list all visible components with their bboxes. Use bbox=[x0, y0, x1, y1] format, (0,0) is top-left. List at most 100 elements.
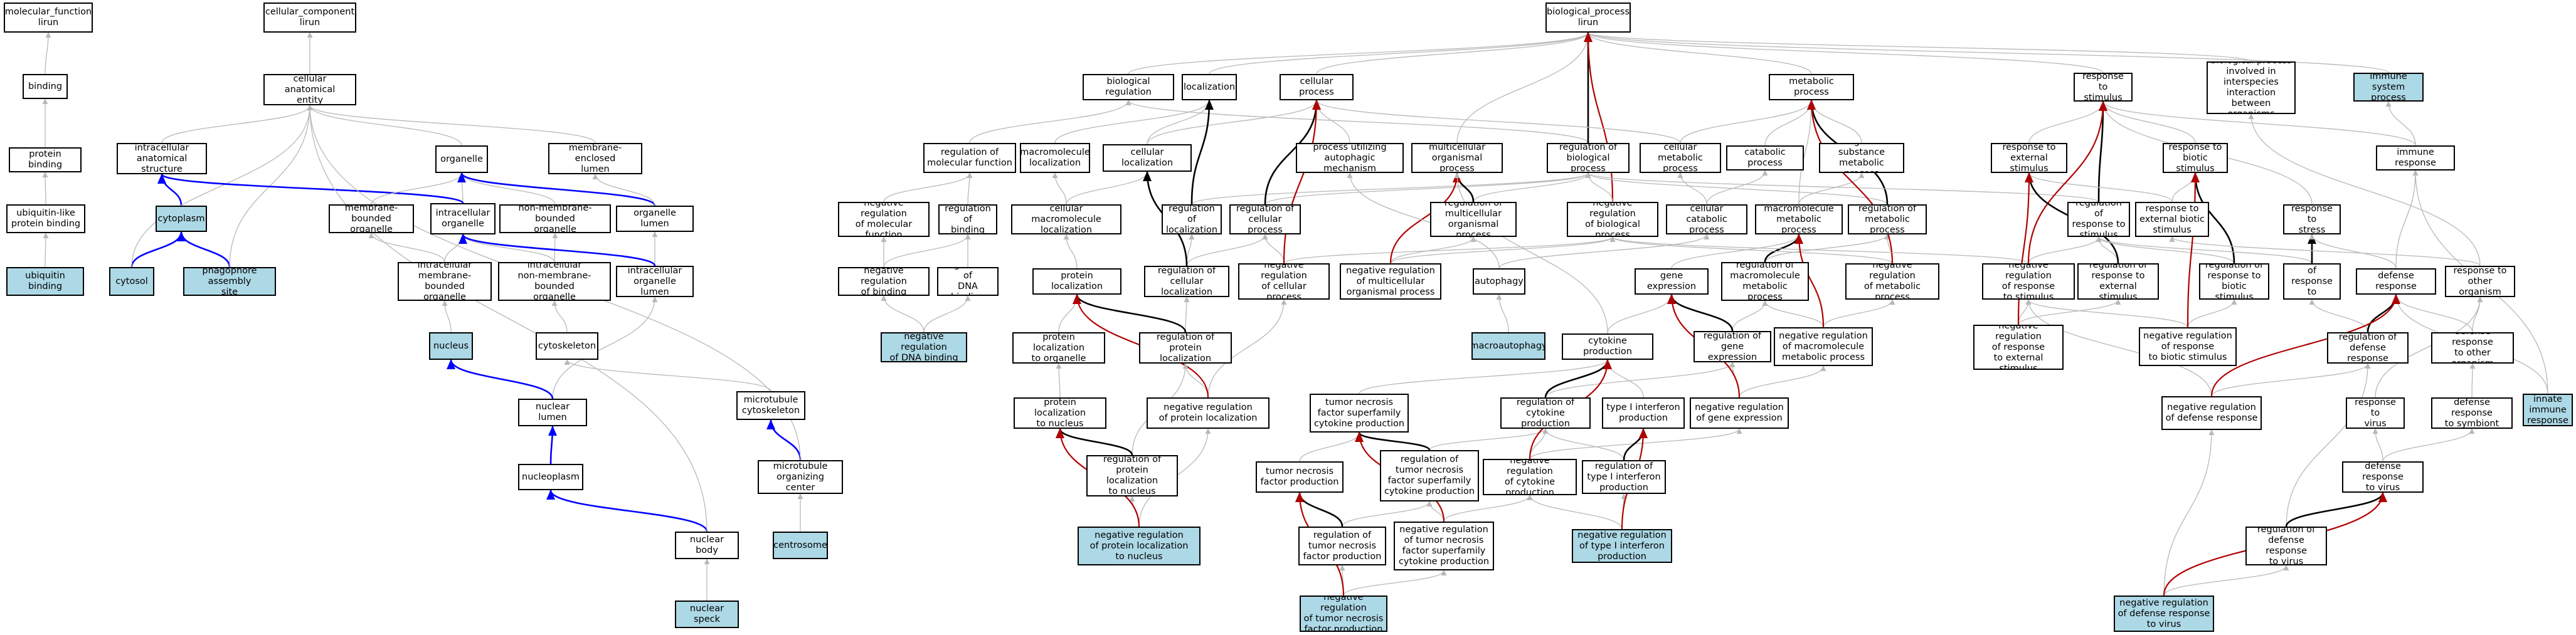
node-non-membrane-bounded-organelle[interactable]: non-membrane-bounded organelle bbox=[499, 204, 611, 233]
node-negative-regulation-of-protein-localization[interactable]: negative regulation of protein localizat… bbox=[1147, 397, 1269, 429]
node-regulation-of-biological-process[interactable]: regulation of biological process bbox=[1547, 143, 1630, 173]
node-defense-response-to-virus[interactable]: defense response to virus bbox=[2342, 461, 2424, 493]
node-nuclear-body[interactable]: nuclear body bbox=[675, 532, 739, 559]
node-nucleus[interactable]: nucleus bbox=[429, 332, 473, 360]
node-protein-binding[interactable]: protein binding bbox=[9, 147, 82, 172]
node-regulation-of-cellular-process[interactable]: regulation of cellular process bbox=[1229, 204, 1301, 234]
node-regulation-of-macromolecule-metabolic-process[interactable]: regulation of macromolecule metabolic pr… bbox=[1721, 262, 1809, 301]
node-regulation-of-localization[interactable]: regulation of localization bbox=[1162, 204, 1222, 234]
node-defense-response[interactable]: defense response bbox=[2356, 268, 2436, 295]
node-response-to-external-biotic-stimulus[interactable]: response to external biotic stimulus bbox=[2135, 202, 2209, 237]
node-ubiquitin-like-protein-binding[interactable]: ubiquitin-like protein binding bbox=[6, 204, 85, 233]
node-negative-regulation-of-cellular-process[interactable]: negative regulation of cellular process bbox=[1238, 263, 1330, 300]
node-cellular-catabolic-process[interactable]: cellular catabolic process bbox=[1666, 204, 1747, 234]
node-intracellular-organelle[interactable]: intracellular organelle bbox=[430, 203, 496, 234]
node-regulation-of-tnf-superfamily-cytokine-production[interactable]: regulation of tumor necrosis factor supe… bbox=[1380, 450, 1479, 501]
node-nuclear-lumen[interactable]: nuclear lumen bbox=[518, 399, 587, 426]
node-cytoplasm[interactable]: cytoplasm bbox=[156, 206, 207, 232]
node-multicellular-organismal-process[interactable]: multicellular organismal process bbox=[1411, 143, 1503, 173]
node-nucleoplasm[interactable]: nucleoplasm bbox=[518, 464, 583, 490]
node-bp-interspecies-interaction[interactable]: biological process involved in interspec… bbox=[2207, 61, 2296, 114]
node-regulation-of-response-to-external-stimulus[interactable]: regulation of response to external stimu… bbox=[2077, 263, 2159, 300]
node-regulation-of-cytokine-production[interactable]: regulation of cytokine production bbox=[1500, 397, 1591, 429]
node-defense-response-to-other-organism[interactable]: defense response to other organism bbox=[2431, 332, 2514, 364]
node-binding[interactable]: binding bbox=[23, 74, 68, 99]
node-membrane-bounded-organelle[interactable]: membrane-bounded organelle bbox=[329, 204, 414, 233]
node-cellular-localization[interactable]: cellular localization bbox=[1103, 144, 1192, 172]
node-macromolecule-metabolic-process[interactable]: macromolecule metabolic process bbox=[1755, 204, 1843, 234]
node-microtubule-organizing-center[interactable]: microtubule organizing center bbox=[758, 460, 843, 494]
node-centrosome[interactable]: centrosome bbox=[773, 532, 828, 559]
node-tumor-necrosis-factor-production[interactable]: tumor necrosis factor production bbox=[1256, 461, 1344, 493]
node-regulation-of-defense-response[interactable]: regulation of defense response bbox=[2327, 332, 2409, 364]
node-cytokine-production[interactable]: cytokine production bbox=[1562, 333, 1653, 360]
node-negative-regulation-of-defense-response[interactable]: negative regulation of defense response bbox=[2161, 396, 2262, 430]
node-regulation-of-binding[interactable]: regulation of binding bbox=[938, 204, 997, 234]
node-response-to-virus[interactable]: response to virus bbox=[2346, 397, 2405, 429]
node-regulation-of-response-to-stress[interactable]: regulation of response to stress bbox=[2283, 263, 2341, 300]
node-regulation-of-cellular-localization[interactable]: regulation of cellular localization bbox=[1144, 266, 1229, 297]
node-metabolic-process[interactable]: metabolic process bbox=[1769, 74, 1854, 100]
node-regulation-of-dna-binding[interactable]: regulation of DNA binding bbox=[937, 267, 999, 296]
node-gene-expression[interactable]: gene expression bbox=[1635, 268, 1709, 295]
node-regulation-of-metabolic-process[interactable]: regulation of metabolic process bbox=[1848, 204, 1927, 234]
node-regulation-of-protein-localization-to-nucleus[interactable]: regulation of protein localization to nu… bbox=[1086, 455, 1178, 496]
node-intracellular-membrane-bounded-organelle[interactable]: intracellular membrane-bounded organelle bbox=[398, 262, 492, 301]
node-response-to-biotic-stimulus[interactable]: response to biotic stimulus bbox=[2163, 143, 2228, 173]
node-response-to-other-organism[interactable]: response to other organism bbox=[2445, 266, 2515, 297]
node-negative-regulation-of-cytokine-production[interactable]: negative regulation of cytokine producti… bbox=[1483, 459, 1577, 495]
node-negative-regulation-of-molecular-function[interactable]: negative regulation of molecular functio… bbox=[838, 202, 930, 237]
node-nuclear-speck[interactable]: nuclear speck bbox=[675, 601, 739, 628]
node-cytoskeleton[interactable]: cytoskeleton bbox=[536, 332, 598, 360]
node-phagophore-assembly-site[interactable]: phagophore assembly site bbox=[183, 267, 276, 296]
node-cytosol[interactable]: cytosol bbox=[109, 267, 154, 296]
node-biological-regulation[interactable]: biological regulation bbox=[1083, 74, 1174, 100]
node-negative-regulation-of-multicellular-organismal-process[interactable]: negative regulation of multicellular org… bbox=[1340, 263, 1441, 300]
node-localization[interactable]: localization bbox=[1182, 74, 1237, 100]
node-negative-regulation-of-response-to-external-stimulus[interactable]: negative regulation of response to exter… bbox=[1973, 325, 2064, 370]
node-immune-response[interactable]: immune response bbox=[2376, 145, 2455, 171]
node-intracellular-organelle-lumen[interactable]: intracellular organelle lumen bbox=[616, 266, 694, 297]
node-cellular-component[interactable]: cellular_component lirun bbox=[263, 3, 356, 33]
node-organelle-lumen[interactable]: organelle lumen bbox=[616, 206, 694, 232]
node-regulation-of-response-to-stimulus[interactable]: regulation of response to stimulus bbox=[2067, 202, 2130, 237]
node-tnf-superfamily-cytokine-production[interactable]: tumor necrosis factor superfamily cytoki… bbox=[1310, 394, 1409, 433]
node-negative-regulation-of-defense-response-to-virus[interactable]: negative regulation of defense response … bbox=[2114, 596, 2214, 632]
node-negative-regulation-of-tumor-necrosis-factor-production[interactable]: negative regulation of tumor necrosis fa… bbox=[1300, 596, 1387, 632]
node-innate-immune-response[interactable]: innate immune response bbox=[2523, 394, 2573, 426]
node-negative-regulation-of-dna-binding[interactable]: negative regulation of DNA binding bbox=[881, 332, 967, 362]
node-response-to-stimulus[interactable]: response to stimulus bbox=[2074, 73, 2133, 102]
node-regulation-of-response-to-biotic-stimulus[interactable]: regulation of response to biotic stimulu… bbox=[2199, 263, 2269, 300]
node-protein-localization-to-organelle[interactable]: protein localization to organelle bbox=[1012, 332, 1105, 364]
node-negative-regulation-of-metabolic-process[interactable]: negative regulation of metabolic process bbox=[1845, 263, 1939, 300]
node-macroautophagy[interactable]: macroautophagy bbox=[1471, 332, 1545, 360]
node-organelle[interactable]: organelle bbox=[435, 145, 488, 173]
node-catabolic-process[interactable]: catabolic process bbox=[1726, 145, 1804, 171]
node-negative-regulation-of-type-i-interferon-production[interactable]: negative regulation of type I interferon… bbox=[1572, 529, 1672, 563]
node-protein-localization[interactable]: protein localization bbox=[1032, 268, 1121, 295]
node-negative-regulation-of-protein-localization-to-nucleus[interactable]: negative regulation of protein localizat… bbox=[1078, 527, 1201, 565]
node-defense-response-to-symbiont[interactable]: defense response to symbiont bbox=[2431, 397, 2513, 429]
node-membrane-enclosed-lumen[interactable]: membrane-enclosed lumen bbox=[548, 143, 642, 174]
node-cellular-macromolecule-localization[interactable]: cellular macromolecule localization bbox=[1011, 204, 1121, 234]
node-negative-regulation-of-binding[interactable]: negative regulation of binding bbox=[838, 267, 930, 296]
node-negative-regulation-of-macromolecule-metabolic-process[interactable]: negative regulation of macromolecule met… bbox=[1774, 327, 1873, 366]
node-immune-system-process[interactable]: immune system process bbox=[2353, 73, 2424, 102]
node-regulation-of-tumor-necrosis-factor-production[interactable]: regulation of tumor necrosis factor prod… bbox=[1298, 527, 1386, 565]
node-negative-regulation-of-biological-process[interactable]: negative regulation of biological proces… bbox=[1567, 202, 1658, 237]
node-intracellular-non-membrane-bounded-organelle[interactable]: intracellular non-membrane-bounded organ… bbox=[498, 262, 611, 301]
node-regulation-of-type-i-interferon-production[interactable]: regulation of type I interferon producti… bbox=[1582, 460, 1666, 494]
node-microtubule-cytoskeleton[interactable]: microtubule cytoskeleton bbox=[736, 391, 805, 420]
node-molecular-function[interactable]: molecular_function lirun bbox=[4, 3, 93, 33]
node-negative-regulation-of-gene-expression[interactable]: negative regulation of gene expression bbox=[1690, 397, 1789, 429]
node-negative-regulation-of-response-to-stimulus[interactable]: negative regulation of response to stimu… bbox=[1982, 263, 2075, 300]
node-cellular-metabolic-process[interactable]: cellular metabolic process bbox=[1640, 143, 1721, 173]
node-regulation-of-defense-response-to-virus[interactable]: regulation of defense response to virus bbox=[2245, 527, 2327, 565]
node-negative-regulation-of-tnf-superfamily-cytokine-production[interactable]: negative regulation of tumor necrosis fa… bbox=[1394, 522, 1494, 570]
node-regulation-of-molecular-function[interactable]: regulation of molecular function bbox=[923, 143, 1016, 173]
node-ubiquitin-binding[interactable]: ubiquitin binding bbox=[6, 267, 84, 296]
node-response-to-stress[interactable]: response to stress bbox=[2283, 204, 2341, 234]
node-cellular-process[interactable]: cellular process bbox=[1280, 74, 1354, 100]
node-intracellular-anatomical-structure[interactable]: intracellular anatomical structure bbox=[117, 143, 207, 174]
node-organic-substance-metabolic-process[interactable]: organic substance metabolic process bbox=[1819, 143, 1904, 173]
